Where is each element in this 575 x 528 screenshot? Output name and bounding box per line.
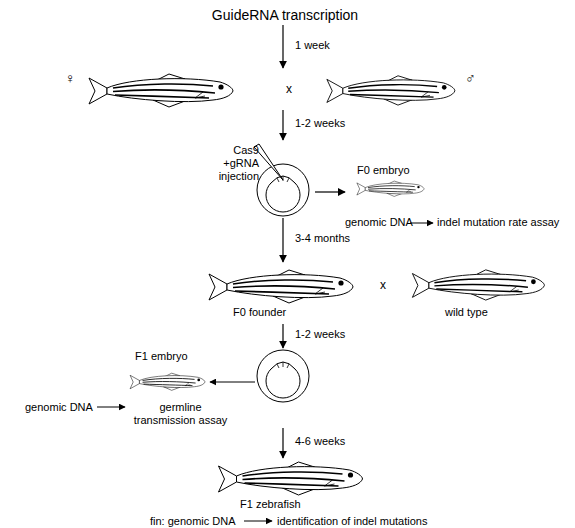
wild-type-fish <box>412 270 544 300</box>
flow-arrow <box>282 324 283 348</box>
assay-arrow <box>410 223 433 224</box>
node-label: genomic DNA <box>25 401 93 414</box>
f0-embryo-fish <box>357 181 424 196</box>
node-label: Cas9 +gRNA injection <box>195 144 259 183</box>
node-label: fin: genomic DNA <box>150 515 236 528</box>
injected-egg <box>257 164 309 216</box>
node-label: x <box>286 82 292 96</box>
node-label: germline transmission assay <box>128 401 233 427</box>
stage-node: Cas9 +gRNA injection <box>195 140 315 218</box>
stage-node: GuideRNA transcription <box>185 5 385 25</box>
female-fish <box>89 74 233 107</box>
flow-arrow <box>282 218 283 262</box>
node-label: genomic DNA <box>345 216 413 229</box>
stage-node: F0 embryo genomic DNA indel mutation rate … <box>345 162 575 230</box>
duration-label: 3-4 months <box>295 232 350 245</box>
assay-arrow <box>97 407 125 408</box>
node-label: wild type <box>445 306 488 319</box>
flow-arrow <box>282 25 283 68</box>
flow-arrow <box>282 428 283 458</box>
node-label: ♂ <box>465 70 476 86</box>
male-fish <box>327 76 455 105</box>
node-label: indel mutation rate assay <box>437 216 559 229</box>
founder-fish <box>209 270 353 303</box>
assay-arrow <box>244 521 272 522</box>
node-label: F1 zebrafish <box>240 498 301 511</box>
f1-egg <box>257 350 309 402</box>
flow-arrow <box>315 191 345 192</box>
f1-embryo-fish <box>130 373 205 390</box>
duration-label: 1-2 weeks <box>295 117 345 130</box>
duration-label: 1-2 weeks <box>295 328 345 341</box>
node-label: identification of indel mutations <box>277 515 427 528</box>
hatch-arrow <box>210 382 255 383</box>
stage-node: F1 zebrafish fin: genomic DNA identificati… <box>140 458 470 528</box>
node-label: ♀ <box>65 70 76 86</box>
node-label: F1 embryo <box>135 350 188 363</box>
duration-label: 4-6 weeks <box>295 435 345 448</box>
node-label: GuideRNA transcription <box>185 7 385 24</box>
stage-node: F0 founder x wild type <box>200 262 555 324</box>
flow-arrow <box>282 110 283 140</box>
stage-node: ♀ x ♂ <box>60 68 480 110</box>
stage-node: F1 embryo genomic DNA germline transmissio… <box>20 348 320 428</box>
f1-zebrafish <box>219 462 363 495</box>
duration-label: 1 week <box>295 39 330 52</box>
node-label: F0 founder <box>233 306 286 319</box>
node-label: x <box>380 278 386 292</box>
node-label: F0 embryo <box>357 164 410 177</box>
